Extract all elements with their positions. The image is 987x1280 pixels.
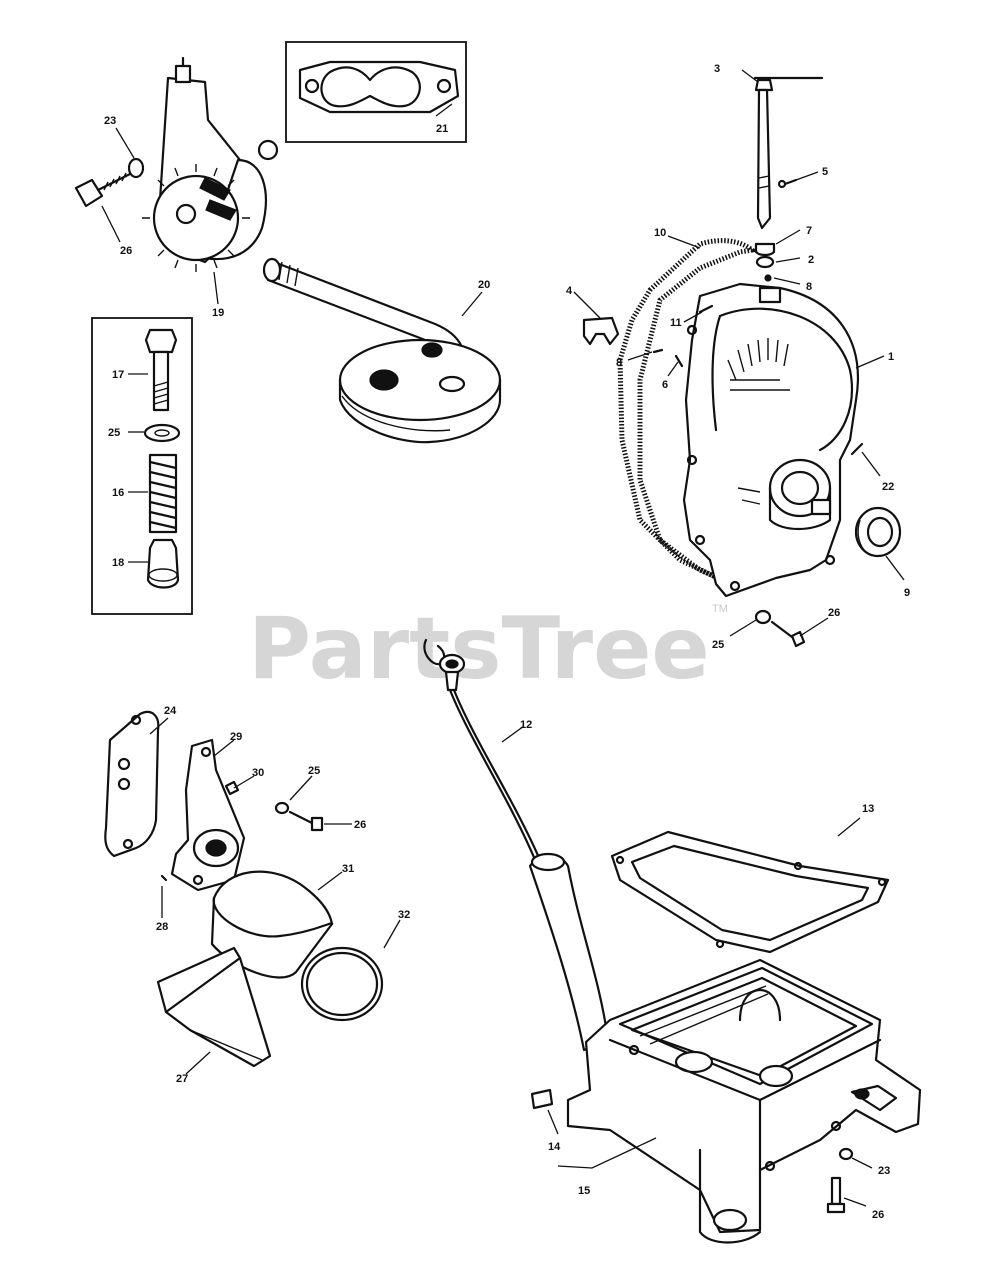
callout-16: 16 — [112, 487, 124, 499]
bolt-26-adapter[interactable] — [288, 810, 324, 832]
callout-7: 7 — [806, 225, 812, 237]
pin-11[interactable] — [698, 304, 714, 314]
baffle-27[interactable] — [156, 946, 272, 1068]
oil-pickup-tube-20[interactable] — [262, 257, 502, 444]
gasket-10[interactable] — [617, 238, 758, 581]
callout-21: 21 — [436, 123, 448, 135]
callout-30: 30 — [252, 767, 264, 779]
pin-6[interactable] — [674, 354, 684, 368]
callout-32: 32 — [398, 909, 410, 921]
callout-23-pump: 23 — [104, 115, 116, 127]
washer-25-cover[interactable] — [754, 609, 772, 625]
callout-4: 4 — [566, 285, 573, 297]
callout-9: 9 — [904, 587, 910, 599]
callout-26-adapter: 26 — [354, 819, 366, 831]
bolt-17[interactable] — [144, 328, 178, 412]
washer-25-adapter[interactable] — [274, 801, 290, 815]
callout-5: 5 — [822, 166, 828, 178]
callout-22: 22 — [882, 481, 894, 493]
callout-6: 6 — [662, 379, 668, 391]
o-ring-32[interactable] — [300, 946, 384, 1022]
callout-25-cover: 25 — [712, 639, 724, 651]
callout-23-pan: 23 — [878, 1165, 890, 1177]
callout-15: 15 — [578, 1185, 590, 1197]
oil-pan-15[interactable] — [566, 958, 922, 1244]
callout-3: 3 — [714, 63, 720, 75]
callout-10: 10 — [654, 227, 666, 239]
lock-washer-23-pump[interactable] — [127, 157, 145, 179]
pin-8-left[interactable] — [652, 348, 664, 354]
callout-31: 31 — [342, 863, 354, 875]
bolt-26-pump[interactable] — [74, 172, 132, 208]
plug-30[interactable] — [224, 780, 240, 796]
callout-14: 14 — [548, 1141, 561, 1153]
bracket-4[interactable] — [582, 316, 620, 346]
oil-filter-31[interactable] — [210, 870, 334, 979]
callout-24: 24 — [164, 705, 177, 717]
bolt-26-pan[interactable] — [826, 1176, 846, 1214]
callout-25-valve: 25 — [108, 427, 120, 439]
callout-8-top: 8 — [806, 281, 812, 293]
oil-pump-assembly[interactable] — [142, 56, 279, 272]
callout-17: 17 — [112, 369, 124, 381]
callout-8-left: 8 — [616, 357, 622, 369]
crankcase-cover-1[interactable] — [682, 282, 859, 598]
callout-26-pan: 26 — [872, 1209, 884, 1221]
plug-14[interactable] — [530, 1088, 554, 1110]
oil-fill-tube[interactable] — [528, 852, 610, 1052]
watermark-text: PartsTree — [248, 599, 710, 699]
pin-28[interactable] — [160, 874, 168, 882]
screw-5[interactable] — [777, 178, 798, 189]
gasket-21[interactable] — [298, 60, 460, 114]
oil-seal-9[interactable] — [854, 506, 902, 558]
pin-8-top[interactable] — [764, 274, 772, 282]
gasket-13[interactable] — [610, 830, 890, 954]
watermark-trademark: TM — [712, 603, 728, 615]
callout-26-pump: 26 — [120, 245, 132, 257]
callout-20: 20 — [478, 279, 490, 291]
leader-lines — [101, 69, 905, 1207]
callout-1: 1 — [888, 351, 894, 363]
spring-16[interactable] — [148, 453, 178, 534]
callout-29: 29 — [230, 731, 242, 743]
washer-25-valve[interactable] — [143, 423, 181, 443]
callout-28: 28 — [156, 921, 168, 933]
callout-11: 11 — [670, 317, 682, 329]
callout-18: 18 — [112, 557, 124, 569]
dipstick-12[interactable] — [423, 638, 542, 864]
gasket-21-frame — [285, 41, 467, 143]
washer-23-pan[interactable] — [838, 1147, 854, 1161]
pin-22[interactable] — [850, 442, 864, 456]
gasket-24[interactable] — [104, 710, 160, 858]
callout-2: 2 — [808, 254, 814, 266]
callout-26-cover: 26 — [828, 607, 840, 619]
plunger-18[interactable] — [146, 538, 180, 589]
seal-7[interactable] — [754, 242, 776, 257]
callout-12: 12 — [520, 719, 532, 731]
relief-valve-kit-frame — [91, 317, 193, 615]
callout-19: 19 — [212, 307, 224, 319]
callout-labels: 1 2 3 4 5 6 7 8 8 9 10 11 12 13 14 15 16… — [104, 63, 910, 1221]
dipstick-3[interactable] — [753, 76, 824, 230]
bolt-26-cover[interactable] — [770, 620, 806, 648]
washer-2[interactable] — [755, 255, 775, 269]
filter-adapter-29[interactable] — [170, 738, 246, 892]
callout-25-adapter: 25 — [308, 765, 320, 777]
callout-13: 13 — [862, 803, 874, 815]
callout-27: 27 — [176, 1073, 188, 1085]
